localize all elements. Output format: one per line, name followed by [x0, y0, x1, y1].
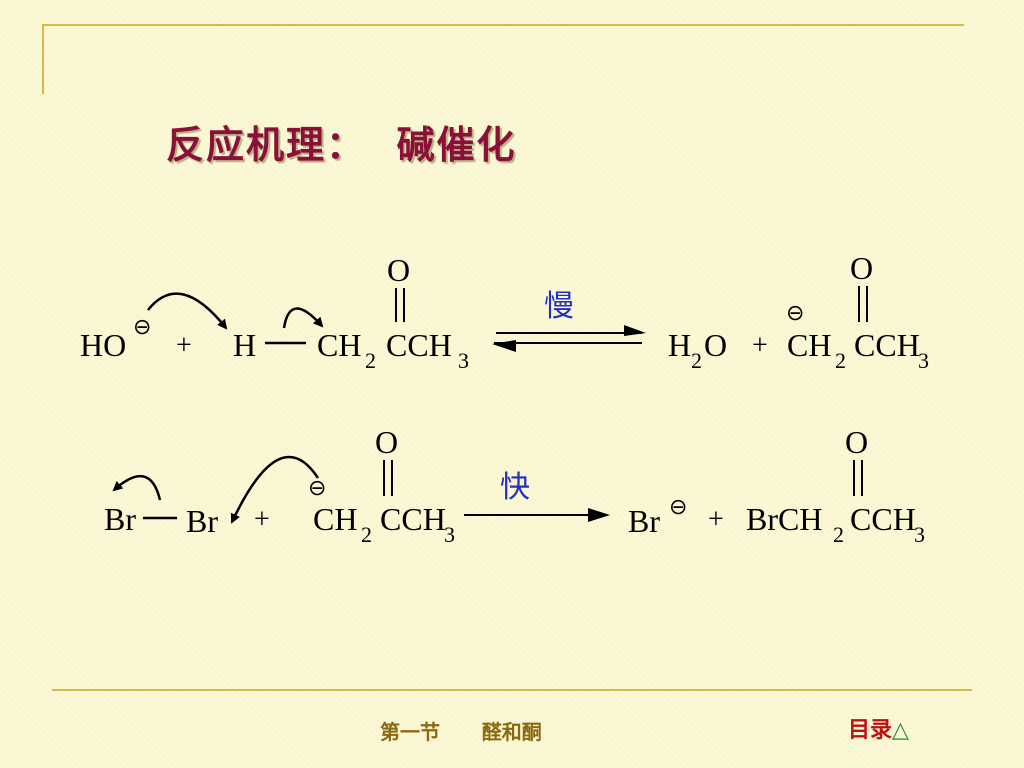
bromide-charge: ⊖	[669, 494, 687, 519]
forward-arrow-head	[588, 508, 610, 522]
carbonyl-oxygen-3: O	[375, 424, 398, 460]
electron-arrow-enolate-to-br	[230, 455, 320, 524]
carbonyl-oxygen-2: O	[850, 250, 873, 286]
electron-arrow-oh-to-h	[147, 292, 228, 330]
plus-3: +	[254, 504, 270, 535]
electron-arrow-bond-to-carbon	[282, 307, 324, 329]
slide-title: 反应机理： 碱催化	[166, 123, 517, 167]
reaction-1: HO ⊖ + H CH 2 CCH 3 O 慢 H 2 O + ⊖ CH 2 C…	[80, 250, 929, 373]
bromoacetone-cch: CCH	[850, 501, 916, 537]
plus-4: +	[708, 504, 724, 535]
toc-link-label: 目录	[848, 718, 893, 743]
bromoacetone-sub-3: 3	[914, 522, 925, 547]
hydroxide-charge: ⊖	[133, 314, 151, 339]
condition-slow: 慢	[544, 289, 574, 324]
enolate-sub-2: 2	[835, 348, 846, 373]
bromine-2: Br	[186, 503, 218, 539]
carbonyl-oxygen-1: O	[387, 252, 410, 288]
enolate-2-sub-2: 2	[361, 522, 372, 547]
equilibrium-reverse-head	[492, 340, 516, 352]
bromoacetone-brch: BrCH	[746, 501, 822, 537]
plus-2: +	[752, 330, 768, 361]
acetone-sub-2: 2	[365, 348, 376, 373]
acetone-sub-3: 3	[458, 348, 469, 373]
enolate-ch: CH	[787, 327, 831, 363]
electron-arrow-bond-to-br	[112, 474, 162, 501]
enolate-charge-2: ⊖	[308, 475, 326, 500]
hydroxide-ho: HO	[80, 327, 126, 363]
bromoacetone-sub-2: 2	[833, 522, 844, 547]
equilibrium-forward-head	[624, 325, 646, 336]
water-o: O	[704, 327, 727, 363]
plus-1: +	[176, 330, 192, 361]
enolate-charge-1: ⊖	[786, 300, 804, 325]
toc-link[interactable]: 目录△	[848, 712, 909, 744]
reaction-2: Br Br + ⊖ CH 2 CCH 3 O 快 Br ⊖ + BrCH 2 C…	[104, 424, 925, 547]
condition-fast: 快	[500, 470, 530, 505]
acetone-cch: CCH	[386, 327, 452, 363]
enolate-2-cch: CCH	[380, 501, 446, 537]
frame-left-line	[42, 24, 44, 94]
enolate-sub-3: 3	[918, 348, 929, 373]
acetone-ch: CH	[317, 327, 361, 363]
water-sub-2: 2	[691, 348, 702, 373]
footer-divider	[52, 689, 972, 691]
alpha-hydrogen: H	[233, 327, 256, 363]
bromide-br: Br	[628, 503, 660, 539]
triangle-icon: △	[892, 718, 909, 743]
water-h: H	[668, 327, 691, 363]
carbonyl-oxygen-4: O	[845, 424, 868, 460]
enolate-2-ch: CH	[313, 501, 357, 537]
enolate-cch: CCH	[854, 327, 920, 363]
footer-section-title: 第一节 醛和酮	[380, 720, 542, 744]
frame-top-line	[42, 24, 964, 26]
enolate-2-sub-3: 3	[444, 522, 455, 547]
bromine-1: Br	[104, 501, 136, 537]
